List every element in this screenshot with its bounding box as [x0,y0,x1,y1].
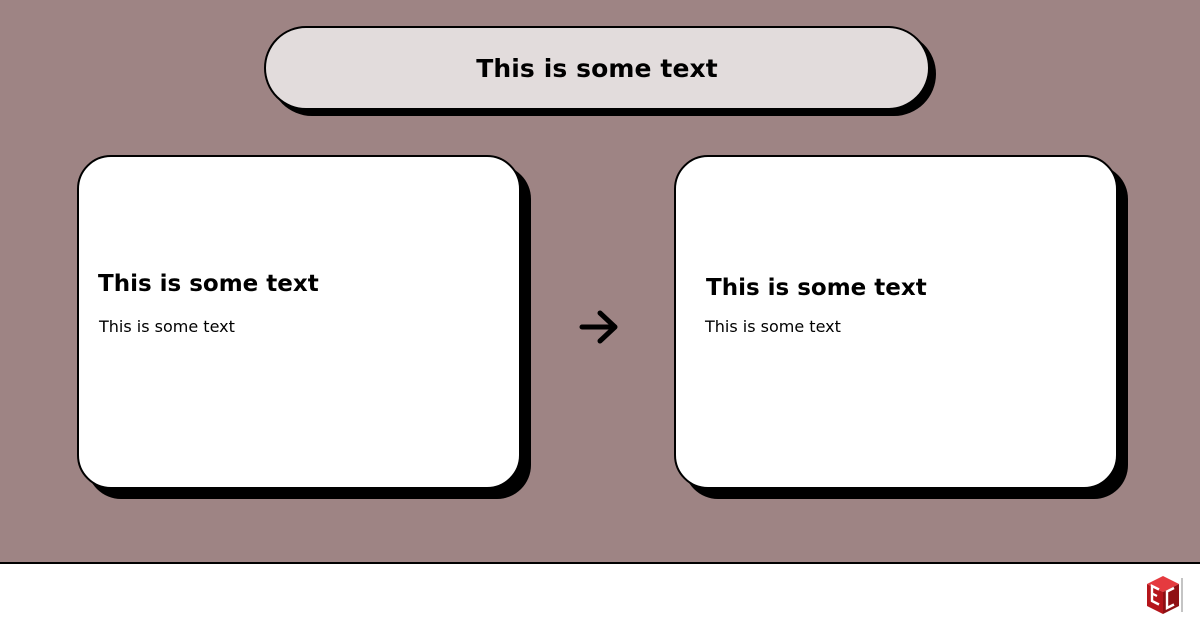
right-card-body: This is some text [705,317,841,336]
right-card: This is some text This is some text [674,155,1118,489]
right-card-title: This is some text [706,275,927,301]
header-text: This is some text [476,53,718,83]
left-card: This is some text This is some text [77,155,521,489]
logo-icon [1147,576,1183,614]
left-card-title: This is some text [98,271,319,297]
arrow-right-icon [579,310,618,344]
diagram-canvas: This is some text This is some text This… [0,0,1200,564]
left-card-body: This is some text [99,317,235,336]
header-pill: This is some text [264,26,930,110]
